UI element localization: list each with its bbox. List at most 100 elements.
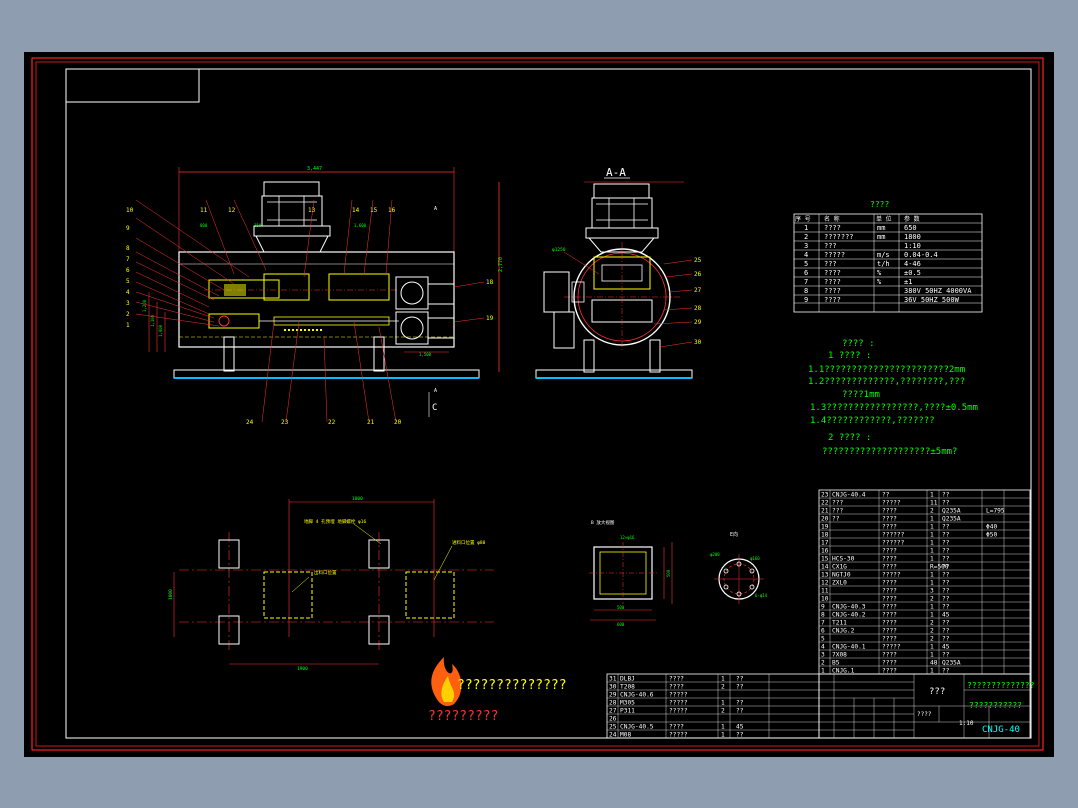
bom-row-no: 1 — [821, 668, 825, 675]
bom-row-no: 10 — [821, 596, 829, 603]
bom-row-qty: 1 — [930, 580, 934, 587]
bom-row-qty: 2 — [930, 628, 934, 635]
section-label: A-A — [606, 166, 626, 179]
inner-frame — [65, 68, 1032, 739]
title-company-1: ?????????????? — [967, 681, 1035, 690]
foundation-left-dim: 1000 — [168, 589, 174, 600]
main-view: 3,447 2,770 — [126, 166, 504, 426]
bom-row-qty: 1 — [721, 700, 725, 707]
top-dim-2: 350 — [254, 223, 262, 228]
balloon-10: 10 — [126, 207, 134, 214]
specs-row-unit: m/s — [877, 251, 890, 259]
specs-row-value: 0.04-0.4 — [904, 251, 938, 259]
balloon-13: 13 — [308, 207, 316, 214]
bom-row-name: ?????? — [882, 540, 905, 547]
cad-drawing: 3,447 2,770 — [31, 57, 1044, 751]
logo-sub: ????????? — [428, 709, 498, 724]
bom-row-material: ?? — [942, 500, 950, 507]
specs-row-value: 1:10 — [904, 242, 921, 250]
bom-row-name: ????? — [669, 708, 688, 715]
bom-row-no: 19 — [821, 524, 829, 531]
specs-row-no: 1 — [804, 224, 808, 232]
specs-row-no: 3 — [804, 242, 808, 250]
balloon-4: 4 — [126, 289, 130, 296]
specs-row-value: 4-46 — [904, 260, 921, 268]
bom-row-name: ???? — [882, 564, 897, 571]
bom-row-name: ????? — [669, 692, 688, 699]
notes-sub2: 2 ???? : — [828, 433, 871, 443]
bom-row-qty: 1 — [930, 644, 934, 651]
bom-row-material: ?? — [942, 580, 950, 587]
detail-e-label: E向 — [730, 531, 738, 538]
detail-e-dim-inner: φ160 — [750, 556, 760, 561]
bom-row-qty: 1 — [930, 516, 934, 523]
bom-row-name: ???? — [882, 668, 897, 675]
logo: ?????????????? ????????? — [428, 657, 567, 724]
specs-header-no: 序 号 — [795, 215, 811, 223]
bom-row-code: CX1G — [832, 564, 847, 571]
balloon-1: 1 — [126, 322, 130, 329]
corner-box — [65, 68, 200, 103]
balloon-21: 21 — [367, 419, 375, 426]
balloon-19: 19 — [486, 315, 494, 322]
bom-row-no: 20 — [821, 516, 829, 523]
bom-row-material: Q235A — [942, 516, 961, 523]
bom-row-code: ??? — [832, 500, 843, 507]
bom-row-material: Q235A — [942, 508, 961, 515]
left-dim-2: 1,100 — [150, 314, 155, 327]
bom-row-name: ????? — [882, 644, 901, 651]
section-view: A-A φ1250 — [535, 166, 702, 379]
title-scale: 1:10 — [959, 720, 974, 727]
bom-row-material: 45 — [942, 612, 950, 619]
bom-row-no: 27 — [609, 708, 617, 715]
bom-row-code: T211 — [832, 620, 847, 627]
specs-row-name: ???? — [824, 224, 841, 232]
specs-row-unit: mm — [877, 224, 885, 232]
bom-row-qty: 2 — [721, 708, 725, 715]
bom-row-qty: 1 — [930, 532, 934, 539]
bom-row-no: 17 — [821, 540, 829, 547]
bom-row-code: P311 — [620, 708, 635, 715]
bom-row-no: 7 — [821, 620, 825, 627]
balloon-18: 18 — [486, 279, 494, 286]
bom-row-material: ?? — [942, 604, 950, 611]
bom-row-material: ?? — [942, 548, 950, 555]
bom-row-no: 6 — [821, 628, 825, 635]
bom-row-qty: 11 — [930, 500, 938, 507]
specs-row-name: ???? — [824, 269, 841, 277]
bom-row-material: ?? — [736, 700, 744, 707]
bom-row-name: ???? — [669, 676, 684, 683]
bom-row-code: CNJG-40.3 — [832, 604, 866, 611]
bom-row-remark: Φ40 — [986, 524, 997, 531]
foundation-top-dim: 1800 — [352, 496, 363, 502]
bom-row-material: ?? — [736, 684, 744, 691]
bom-row-qty: 1 — [721, 676, 725, 683]
notes-line-5: 1.4????????????,??????? — [810, 416, 935, 426]
foundation-view: 1800 1000 1900 地脚 4 孔预埋 地脚螺栓 φ16 出料口位置 进… — [168, 496, 494, 672]
bom-row-no: 12 — [821, 580, 829, 587]
specs-row-unit: % — [877, 269, 882, 277]
balloon-27: 27 — [694, 287, 702, 294]
bom-row-name: ????? — [882, 572, 901, 579]
bom-row-no: 29 — [609, 692, 617, 699]
specs-row-no: 8 — [804, 287, 808, 295]
bom-row-no: 5 — [821, 636, 825, 643]
bom-row-material: ?? — [942, 492, 950, 499]
title-name: ??? — [929, 687, 945, 697]
balloon-15: 15 — [370, 207, 378, 214]
bom-row-name: ???? — [882, 588, 897, 595]
bom-row-no: 2 — [821, 660, 825, 667]
bom-row-name: ???? — [882, 548, 897, 555]
balloon-22: 22 — [328, 419, 336, 426]
balloon-26: 26 — [694, 271, 702, 278]
specs-row-unit: t/h — [877, 260, 890, 268]
bom-row-code: ??? — [832, 508, 843, 515]
bom-row-name: ???? — [882, 524, 897, 531]
drawing-sheet: 3,447 2,770 — [24, 52, 1054, 757]
bom-row-qty: 1 — [930, 556, 934, 563]
specs-row-name: ???? — [824, 278, 841, 286]
bom-row-name: ????? — [669, 732, 688, 739]
bom-row-qty: 1 — [930, 652, 934, 659]
balloon-6: 6 — [126, 267, 130, 274]
